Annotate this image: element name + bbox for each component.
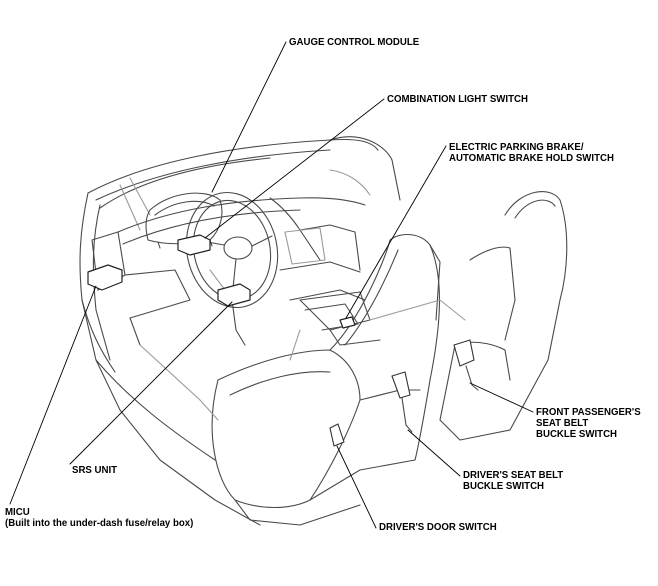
leader-front-passenger-belt: [469, 382, 534, 413]
label-front-passenger-line3: BUCKLE SWITCH: [536, 428, 618, 440]
component-blocks: [87, 234, 356, 329]
steering-wheel: [185, 191, 279, 346]
windshield-frame: [87, 136, 401, 231]
label-srs-unit-text: SRS UNIT: [72, 464, 118, 476]
leader-drivers-seat-belt: [407, 429, 461, 477]
label-drivers-seat-belt-line1: DRIVER'S SEAT BELT: [463, 469, 564, 481]
label-front-passenger-line2: SEAT BELT: [536, 417, 589, 429]
passenger-seat: [439, 191, 568, 441]
label-micu: MICU (Built into the under-dash fuse/rel…: [5, 507, 193, 529]
leader-combination-light-switch: [204, 98, 385, 239]
floor-lines: [139, 299, 466, 421]
leader-srs-unit: [69, 301, 233, 465]
srs-unit-box: [217, 283, 251, 307]
label-electric-parking-brake-line2: AUTOMATIC BRAKE HOLD SWITCH: [449, 152, 614, 164]
driver-seat: [211, 234, 441, 526]
label-electric-parking-brake: ELECTRIC PARKING BRAKE/ AUTOMATIC BRAKE …: [449, 142, 614, 164]
combination-switch-box: [177, 234, 211, 256]
leader-gauge-control-module: [211, 41, 287, 193]
label-micu-line2: (Built into the under-dash fuse/relay bo…: [5, 517, 194, 529]
parking-brake-switch: [339, 316, 356, 329]
micu-box: [87, 264, 123, 291]
leader-lines: [9, 41, 534, 529]
label-front-passenger-seat-belt: FRONT PASSENGER'S SEAT BELT BUCKLE SWITC…: [536, 407, 641, 440]
label-drivers-seat-belt-line2: BUCKLE SWITCH: [463, 480, 545, 492]
label-gauge-control-module-text: GAUGE CONTROL MODULE: [289, 36, 420, 48]
label-combination-light-switch-text: COMBINATION LIGHT SWITCH: [387, 93, 528, 105]
leader-drivers-door-switch: [336, 445, 377, 529]
label-gauge-control-module: GAUGE CONTROL MODULE: [289, 37, 419, 48]
label-drivers-door-switch: DRIVER'S DOOR SWITCH: [379, 522, 497, 533]
center-console: [299, 291, 381, 346]
leader-micu: [9, 285, 97, 505]
label-combination-light-switch: COMBINATION LIGHT SWITCH: [387, 94, 528, 105]
label-front-passenger-line1: FRONT PASSENGER'S: [536, 406, 641, 418]
label-micu-line1: MICU: [5, 506, 30, 518]
label-electric-parking-brake-line1: ELECTRIC PARKING BRAKE/: [449, 141, 584, 153]
label-drivers-door-switch-text: DRIVER'S DOOR SWITCH: [379, 521, 497, 533]
label-drivers-seat-belt: DRIVER'S SEAT BELT BUCKLE SWITCH: [463, 470, 563, 492]
dashboard: [117, 169, 371, 346]
label-srs-unit: SRS UNIT: [72, 465, 117, 476]
leader-electric-parking-brake: [345, 145, 447, 319]
